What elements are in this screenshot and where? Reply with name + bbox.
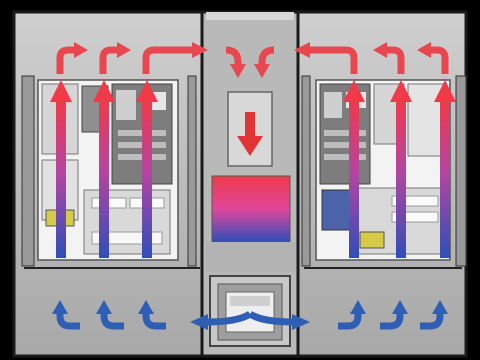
right-blue-card [322,190,352,230]
left-rack-rail [22,76,34,266]
right-rack-rail-left [302,76,310,266]
right-rack-rail [456,76,466,266]
right-label [360,232,384,248]
right-server-unit [316,80,450,260]
cooling-coil [212,176,290,242]
left-rack-rail-right [188,76,196,266]
fan-unit [210,276,290,346]
